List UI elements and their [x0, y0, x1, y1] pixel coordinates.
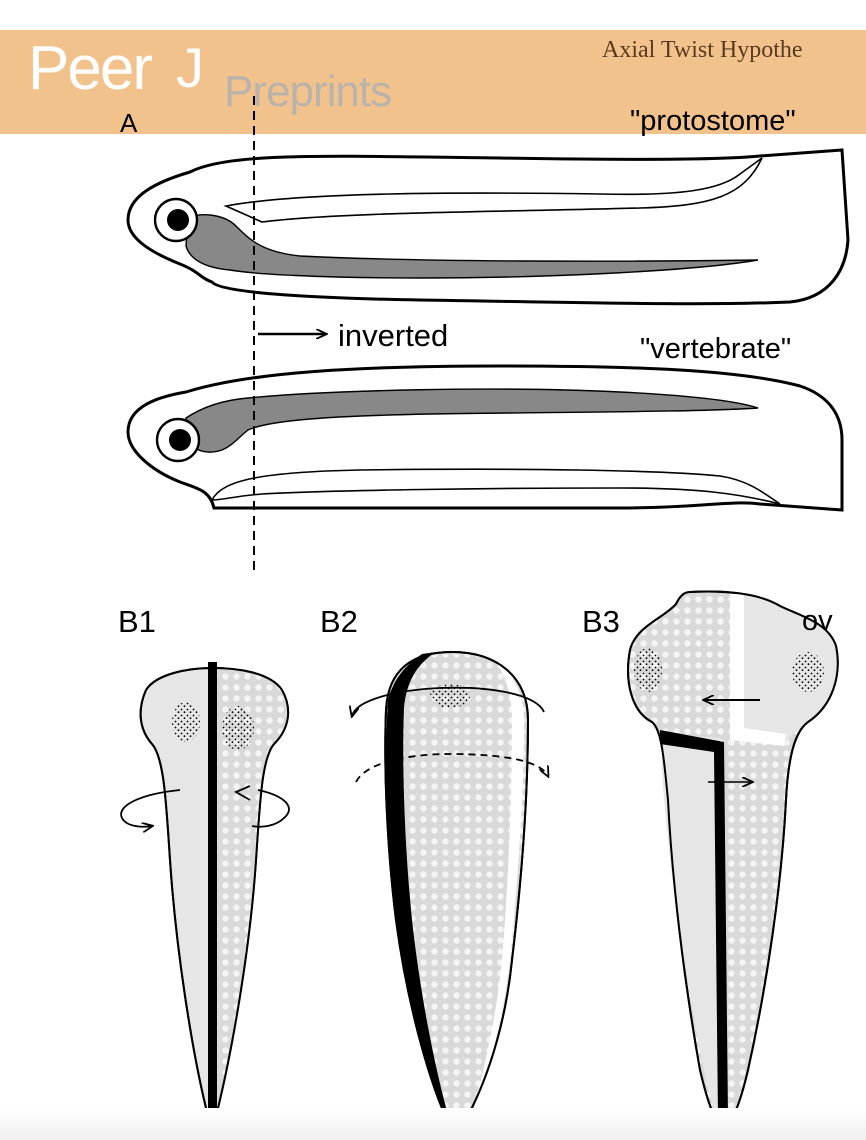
running-title: Axial Twist Hypothe: [602, 37, 803, 63]
b2-white-band: [470, 660, 524, 1120]
b3-right-eye-spot: [792, 652, 824, 692]
protostome-caption: "protostome": [630, 105, 796, 137]
b2-eye-spot: [430, 684, 470, 708]
b2-black-band: [386, 652, 452, 1128]
b3-left-light-region: [661, 734, 720, 1118]
b1-embryo: [120, 662, 290, 1115]
logo-preprints-text: Preprints: [224, 67, 392, 116]
b1-left-eye-spot: [172, 702, 200, 742]
b1-right-rotation-arrowhead: [233, 785, 251, 801]
b3-black-band: [660, 730, 728, 1118]
vertebrate-caption: "vertebrate": [640, 333, 792, 365]
peerj-banner: [0, 30, 866, 134]
b1-right-rotation-arrow: [251, 789, 290, 828]
protostome-pupil: [167, 209, 189, 231]
logo-peer-text: Peer: [28, 34, 153, 103]
panel-b1-label: B1: [118, 604, 156, 639]
vertebrate-pupil: [169, 429, 191, 451]
page-bottom-shade: [0, 1108, 866, 1140]
panel-b3-label: B3: [582, 604, 620, 639]
b1-right-dotted-half: [212, 668, 289, 1114]
b3-white-stripe: [730, 594, 786, 746]
vertebrate-gut: [185, 388, 759, 453]
ov-label: ov: [802, 605, 833, 637]
protostome-neural-band: [223, 157, 763, 223]
b1-midline-bar: [208, 662, 217, 1114]
b3-embryo: [627, 590, 839, 1128]
b1-left-rotation-arrow: [120, 789, 181, 827]
b3-left-eye-spot: [634, 648, 662, 692]
top-margin: [0, 0, 866, 30]
protostome-gut: [185, 214, 759, 279]
protostome-larva: [126, 148, 850, 306]
b2-top-rotation-arrow: [352, 686, 545, 716]
vertebrate-larva: [126, 364, 844, 512]
b2-embryo: [352, 650, 548, 1132]
logo-j-text: J: [176, 36, 204, 99]
b3-right-light-head: [742, 594, 838, 742]
panel-b2-label: B2: [320, 604, 358, 639]
inverted-caption: inverted: [338, 318, 449, 353]
panel-a-label: A: [120, 108, 138, 138]
b2-dashed-rotation-arrow: [355, 753, 548, 783]
b1-right-eye-spot: [222, 706, 254, 750]
vertebrate-neural-band: [210, 468, 781, 505]
